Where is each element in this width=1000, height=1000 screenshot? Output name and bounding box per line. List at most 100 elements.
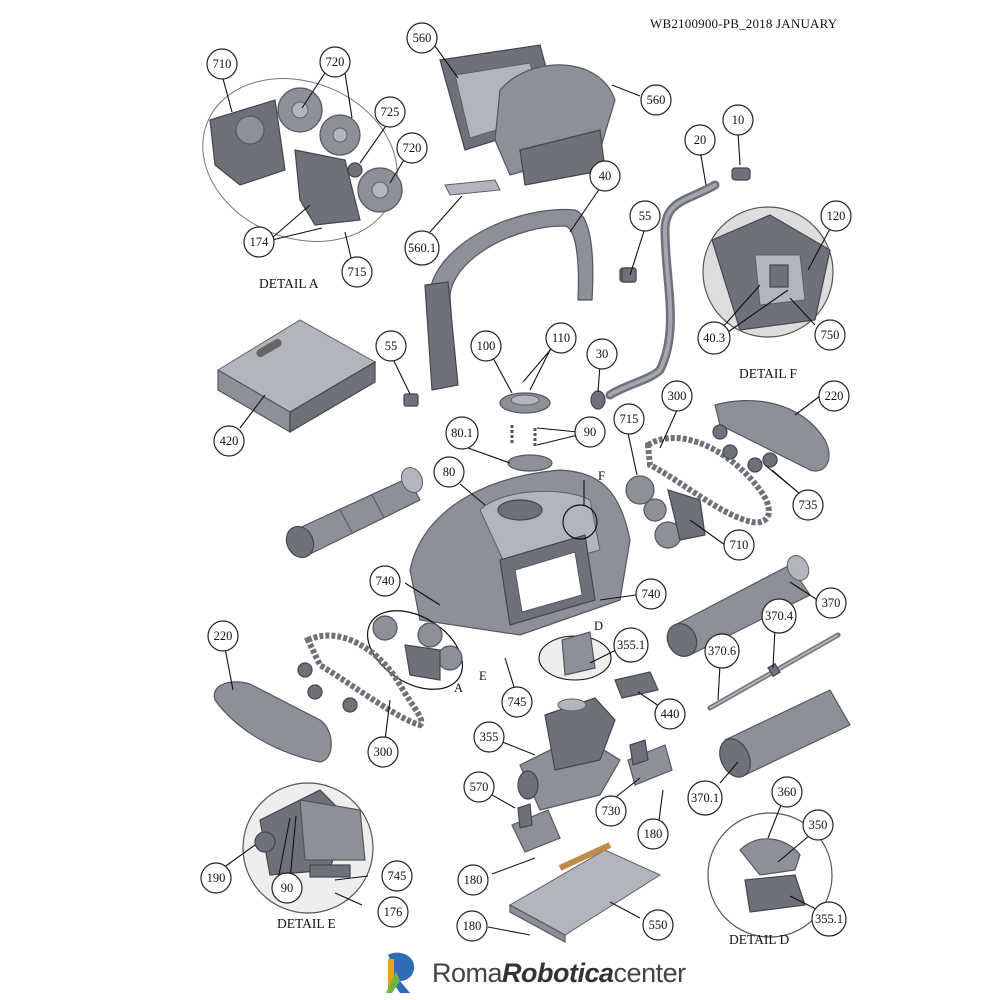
detail-a-caption: DETAIL A xyxy=(259,276,319,291)
holder-illustration xyxy=(511,803,561,853)
power-box-illustration xyxy=(217,319,377,434)
svg-text:355.1: 355.1 xyxy=(815,912,843,926)
callout-715: 715 xyxy=(341,256,373,288)
callout-355-1: 355.1 xyxy=(811,901,847,937)
brand-name-light: center xyxy=(613,957,687,988)
brand-name-bold: Robotica xyxy=(502,957,614,988)
left-side-panel-illustration xyxy=(213,662,358,763)
svg-text:120: 120 xyxy=(827,209,846,223)
svg-text:710: 710 xyxy=(213,57,232,71)
brand-logo: RomaRoboticacenter xyxy=(382,950,686,996)
callout-220: 220 xyxy=(207,620,239,652)
right-side-panel-illustration xyxy=(712,400,830,473)
callout-355: 355 xyxy=(473,721,505,753)
impeller-parts-illustration xyxy=(403,267,637,472)
svg-text:725: 725 xyxy=(381,105,400,119)
callout-735: 735 xyxy=(792,489,824,521)
svg-text:355: 355 xyxy=(480,730,499,744)
svg-text:370.6: 370.6 xyxy=(708,644,736,658)
svg-text:710: 710 xyxy=(730,538,749,552)
svg-text:40.3: 40.3 xyxy=(703,331,725,345)
svg-text:55: 55 xyxy=(385,339,398,353)
callout-370-4: 370.4 xyxy=(761,598,797,634)
callout-570: 570 xyxy=(463,771,495,803)
svg-text:355.1: 355.1 xyxy=(617,638,645,652)
svg-text:40: 40 xyxy=(599,169,612,183)
callout-560: 560 xyxy=(406,22,438,54)
callout-355-1: 355.1 xyxy=(613,627,649,663)
callout-740: 740 xyxy=(369,565,401,597)
svg-text:720: 720 xyxy=(326,55,345,69)
callout-30: 30 xyxy=(586,338,618,370)
detail-f-caption: DETAIL F xyxy=(739,366,798,381)
callout-745: 745 xyxy=(501,686,533,718)
svg-text:360: 360 xyxy=(778,785,797,799)
callout-550: 550 xyxy=(642,909,674,941)
detail-e-illustration xyxy=(242,782,374,914)
callout-190: 190 xyxy=(200,862,232,894)
svg-text:370: 370 xyxy=(822,596,841,610)
svg-text:10: 10 xyxy=(732,113,745,127)
svg-text:370.4: 370.4 xyxy=(765,609,794,623)
main-body-illustration xyxy=(409,469,631,636)
svg-text:370.1: 370.1 xyxy=(691,791,719,805)
detail-d-caption: DETAIL D xyxy=(729,932,790,947)
view-letter-f: F xyxy=(598,469,605,483)
svg-text:190: 190 xyxy=(207,871,226,885)
motor-illustration xyxy=(517,631,659,811)
callout-420: 420 xyxy=(213,425,245,457)
view-letter-e: E xyxy=(479,669,487,683)
callout-370-1: 370.1 xyxy=(687,780,723,816)
svg-text:220: 220 xyxy=(214,629,233,643)
detail-e-caption: DETAIL E xyxy=(277,916,336,931)
callout-174: 174 xyxy=(243,226,275,258)
callout-370: 370 xyxy=(815,587,847,619)
callout-715: 715 xyxy=(613,403,645,435)
callout-120: 120 xyxy=(820,200,852,232)
svg-text:560: 560 xyxy=(413,31,432,45)
left-brush-illustration xyxy=(285,466,424,559)
svg-text:80.1: 80.1 xyxy=(451,426,473,440)
right-track-illustration xyxy=(625,434,772,549)
bracket-illustration xyxy=(627,739,673,786)
callout-725: 725 xyxy=(374,96,406,128)
svg-text:350: 350 xyxy=(809,818,828,832)
document-code: WB2100900-PB_2018 JANUARY xyxy=(650,16,838,31)
view-letter-d: D xyxy=(594,619,603,633)
svg-text:730: 730 xyxy=(602,804,621,818)
svg-text:740: 740 xyxy=(376,574,395,588)
svg-text:80: 80 xyxy=(443,465,456,479)
callout-100: 100 xyxy=(470,330,502,362)
svg-text:220: 220 xyxy=(825,389,844,403)
callout-90: 90 xyxy=(271,872,303,904)
svg-text:550: 550 xyxy=(649,918,668,932)
callout-560: 560 xyxy=(640,84,672,116)
svg-text:176: 176 xyxy=(384,905,403,919)
svg-text:560.1: 560.1 xyxy=(408,241,436,255)
axle-illustration xyxy=(707,632,841,711)
svg-text:100: 100 xyxy=(477,339,496,353)
svg-text:715: 715 xyxy=(620,412,639,426)
svg-text:180: 180 xyxy=(463,919,482,933)
callout-745: 745 xyxy=(381,860,413,892)
callout-720: 720 xyxy=(319,46,351,78)
svg-text:720: 720 xyxy=(403,141,422,155)
brush-sleeve-illustration xyxy=(719,689,851,778)
svg-text:174: 174 xyxy=(250,235,270,249)
brand-name: RomaRoboticacenter xyxy=(432,957,687,988)
view-letter-a: A xyxy=(454,681,463,695)
svg-text:20: 20 xyxy=(694,133,707,147)
callout-80: 80 xyxy=(433,456,465,488)
svg-text:300: 300 xyxy=(374,745,393,759)
callout-55: 55 xyxy=(375,330,407,362)
callout-176: 176 xyxy=(377,896,409,928)
handle-illustration xyxy=(424,208,594,391)
callout-370-6: 370.6 xyxy=(704,633,740,669)
svg-text:30: 30 xyxy=(596,347,609,361)
callout-40: 40 xyxy=(589,160,621,192)
callout-10: 10 xyxy=(722,104,754,136)
svg-text:745: 745 xyxy=(388,869,407,883)
callout-710: 710 xyxy=(206,48,238,80)
callout-360: 360 xyxy=(771,776,803,808)
callout-180: 180 xyxy=(456,910,488,942)
